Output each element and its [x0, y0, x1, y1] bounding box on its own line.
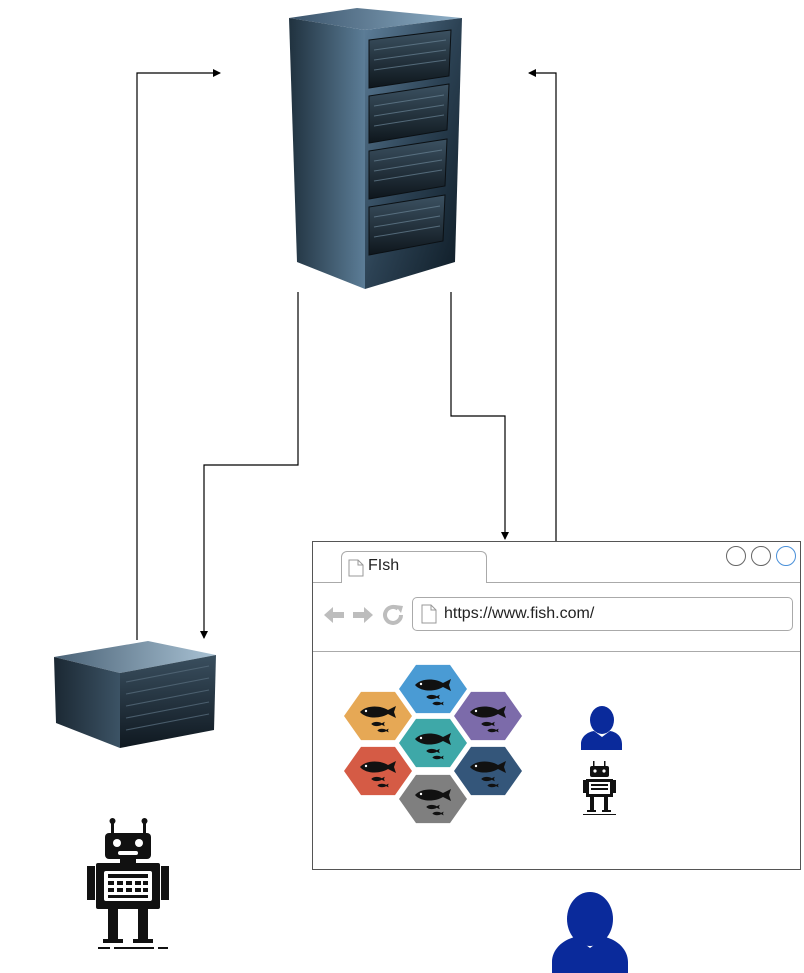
page-icon: [421, 604, 437, 624]
small-robot-icon: [583, 761, 616, 815]
fish-hex-upper-left: [344, 691, 412, 741]
fish-hex-center: [399, 718, 467, 768]
page-icon: [348, 559, 364, 577]
window-button-3[interactable]: [776, 546, 796, 566]
fish-hex-lower-left: [344, 746, 412, 796]
fish-hex-lower-right: [454, 746, 522, 796]
url-text: https://www.fish.com/: [444, 605, 595, 622]
address-bar[interactable]: https://www.fish.com/: [412, 597, 793, 631]
arrow-crawler-to-server: [136, 69, 221, 640]
arrow-browser-to-server: [528, 69, 557, 541]
reload-icon[interactable]: [381, 603, 405, 627]
forward-arrow-icon[interactable]: [351, 603, 375, 627]
tab-title: FIsh: [368, 557, 400, 574]
tab-bar-divider: [313, 582, 800, 583]
window-button-1[interactable]: [726, 546, 746, 566]
window-button-2[interactable]: [751, 546, 771, 566]
arrow-server-to-crawler: [200, 292, 299, 639]
back-arrow-icon[interactable]: [322, 603, 346, 627]
fish-hex-top: [399, 664, 467, 714]
fish-hex-upper-right: [454, 691, 522, 741]
toolbar-divider: [313, 651, 800, 652]
small-user-icon: [581, 706, 622, 750]
tab-fish[interactable]: FIsh: [341, 551, 487, 583]
fish-hex-bottom: [399, 774, 467, 824]
arrow-server-to-browser: [450, 292, 509, 540]
